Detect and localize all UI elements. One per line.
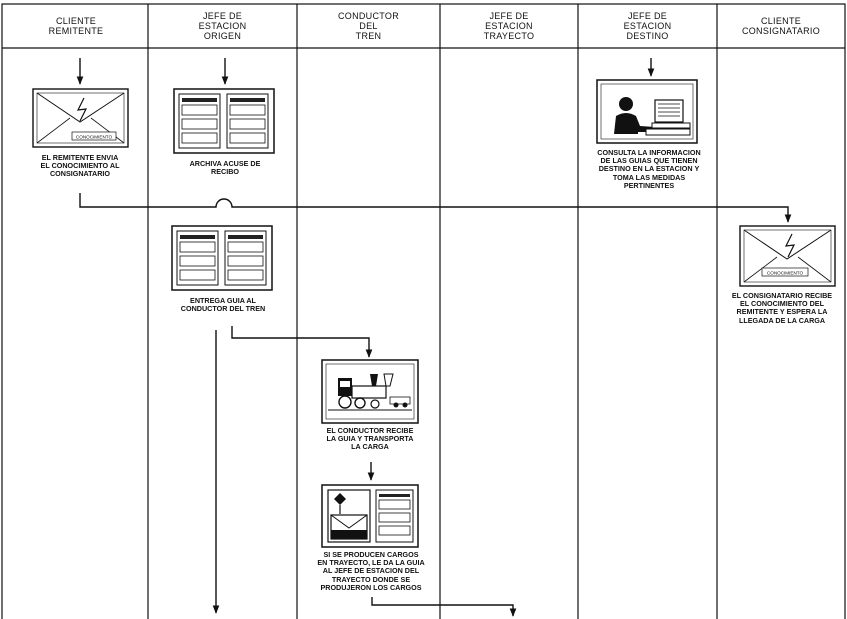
caption-archiva: ARCHIVA ACUSE DE RECIBO [160, 160, 290, 176]
envelope-icon: CONOCIMIENTO [33, 89, 128, 147]
caption-entrega: ENTREGA GUIA AL CONDUCTOR DEL TREN [158, 297, 288, 313]
computer-user-icon [597, 80, 697, 143]
lane-header-jefe-trayecto: JEFE DE ESTACION TRAYECTO [440, 6, 578, 46]
cargo-document-icon [322, 485, 418, 547]
arrow-origen-to-conductor [232, 326, 369, 357]
arrow-conductor-to-trayecto [372, 597, 513, 616]
lane-header-cliente-remitente: CLIENTE REMITENTE [4, 6, 148, 46]
caption-consulta: CONSULTA LA INFORMACION DE LAS GUIAS QUE… [580, 149, 718, 190]
arrow-remitente-to-consignatario [80, 193, 788, 222]
locomotive-icon [322, 360, 418, 423]
caption-transporta: EL CONDUCTOR RECIBE LA GUIA Y TRANSPORTA… [303, 427, 437, 452]
caption-envio: EL REMITENTE ENVIA EL CONOCIMIENTO AL CO… [10, 154, 150, 179]
lane-header-jefe-origen: JEFE DE ESTACION ORIGEN [148, 6, 297, 46]
caption-cargos: SI SE PRODUCEN CARGOS EN TRAYECTO, LE DA… [299, 551, 443, 592]
envelope-label-1: CONOCIMIENTO [76, 135, 113, 140]
guide-folder-icon [172, 226, 272, 290]
folder-icon [174, 89, 274, 153]
lane-header-conductor: CONDUCTOR DEL TREN [297, 6, 440, 46]
envelope-label-2: CONOCIMIENTO [767, 271, 804, 276]
envelope-icon-received: CONOCIMIENTO [740, 226, 835, 286]
caption-recibe: EL CONSIGNATARIO RECIBE EL CONOCIMIENTO … [718, 292, 846, 325]
lane-header-cliente-consignatario: CLIENTE CONSIGNATARIO [717, 6, 845, 46]
lane-header-jefe-destino: JEFE DE ESTACION DESTINO [578, 6, 717, 46]
